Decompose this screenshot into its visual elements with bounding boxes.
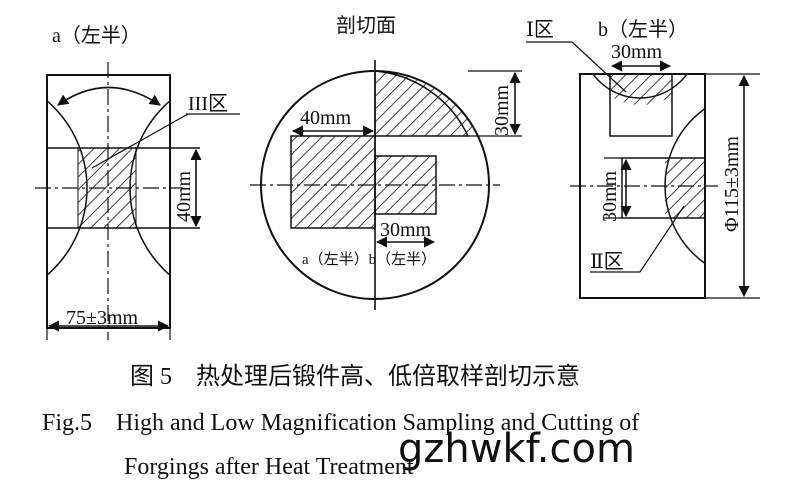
left-width-label: 75±3mm — [66, 307, 139, 329]
right-top-sample — [609, 73, 673, 137]
right-zone1-label: Ⅰ区 — [526, 19, 554, 41]
right-top-dim-label: 30mm — [611, 41, 663, 63]
left-rotation-arrow — [57, 86, 161, 106]
left-panel-title: a（左半） — [52, 24, 141, 47]
middle-top-height-label: 30mm — [491, 84, 513, 136]
middle-top-width-label: 40mm — [300, 107, 352, 129]
middle-panel-title: 剖切面 — [336, 14, 396, 37]
left-zone-label: III区 — [188, 93, 228, 115]
right-top-hatch — [610, 74, 672, 105]
middle-part-labels: a（左半）b（左半） — [302, 251, 436, 268]
right-zone2-label: Ⅱ区 — [590, 251, 624, 273]
middle-bottom-width-label: 30mm — [380, 219, 432, 241]
watermark-text: gzhwkf.com — [398, 426, 635, 472]
caption-chinese: 图 5 热处理后锻件高、低倍取样剖切示意 — [130, 363, 580, 390]
caption-english-line1: Fig.5 High and Low Magnification Samplin… — [42, 410, 639, 436]
right-diameter-label: Φ115±3mm — [721, 136, 743, 232]
left-height-label: 40mm — [173, 170, 195, 222]
left-panel: a（左半） III区 40mm 75±3mm — [35, 24, 240, 340]
right-left-dim-label: 30mm — [599, 170, 621, 222]
caption-english-line2: Forgings after Heat Treatment — [124, 454, 414, 480]
right-zone2-leader — [639, 205, 685, 273]
middle-panel: 剖切面 40mm 30mm 30mm a（左半）b（左半） — [250, 14, 522, 310]
right-panel: Ⅰ区 b（左半） 30mm 30mm — [526, 18, 760, 299]
left-zone-leader — [91, 113, 189, 169]
right-panel-title: b（左半） — [598, 18, 688, 41]
middle-left-block — [290, 135, 376, 229]
right-middle-hatch — [665, 158, 705, 218]
